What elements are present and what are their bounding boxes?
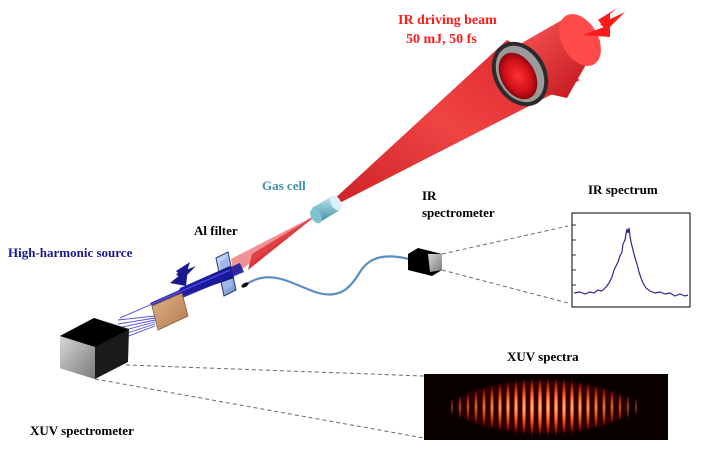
harmonic-fringe [553,375,559,439]
red-arrow-icon [583,8,625,37]
blue-arrow-icon [170,262,196,286]
gas-cell [310,195,342,224]
harmonic-fringe [569,377,575,437]
harmonic-fringe [497,380,503,434]
harmonic-fringe [609,388,615,426]
diffraction-grating [151,292,189,331]
harmonic-fringe [577,379,583,435]
harmonic-fringe [521,376,527,438]
al-filter-label: Al filter [194,223,238,238]
harmonic-fringe [450,397,454,417]
harmonic-fringe [513,377,519,437]
ir-spectrometer-device [408,248,442,276]
high-harmonic-source-label: High-harmonic source [8,245,133,260]
harmonic-fringe [593,383,599,431]
harmonic-fringe [481,385,487,429]
xuv-harmonic-fringes [450,375,638,439]
harmonic-fringe [466,391,470,423]
projection-lines [94,225,569,439]
harmonic-fringe [545,375,551,439]
harmonic-fringe [458,394,462,420]
ir-spectrum-trace [573,227,689,297]
harmonic-fringe [473,388,479,426]
harmonic-fringe [489,383,495,431]
harmonic-fringe [529,375,535,439]
xuv-spectra-label: XUV spectra [507,349,579,364]
harmonic-fringe [618,391,622,423]
ir-fiber [241,255,413,296]
xuv-spectrometer-label: XUV spectrometer [30,423,134,438]
harmonic-fringe [585,380,591,434]
harmonic-fringe [561,376,567,438]
xuv-spectrometer-device [60,318,129,379]
ir-spectrometer-label-line1: IR [422,188,437,203]
xuv-spectra-image [424,374,668,440]
ir-beam-label-line2: 50 mJ, 50 fs [406,32,477,47]
ir-spectrometer-label-line2: spectrometer [422,205,495,220]
gas-cell-label: Gas cell [262,178,306,193]
harmonic-fringe [601,385,607,429]
ir-spectrum-plot [571,212,691,308]
ir-spectrum-label: IR spectrum [588,182,658,197]
harmonic-fringe [634,397,638,417]
harmonic-fringe [537,375,543,439]
harmonic-fringe [626,394,630,420]
harmonic-fringe [505,379,511,435]
ir-beam-label-line1: IR driving beam [398,13,497,28]
ir-beam-cylinder [491,14,601,107]
